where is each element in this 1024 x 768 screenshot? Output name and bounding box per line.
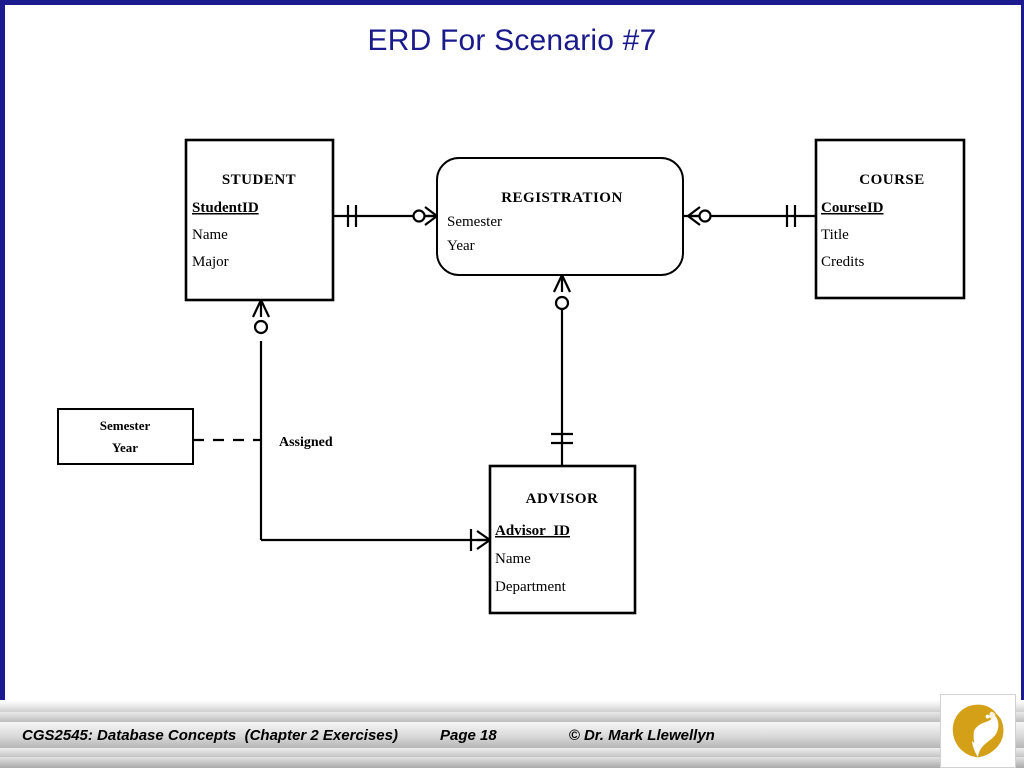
pegasus-icon (952, 704, 1004, 758)
ucf-pegasus-logo (940, 694, 1016, 768)
entity-advisor-attr-1: Name (495, 551, 531, 567)
footer-copyright-label: © Dr. Mark Llewellyn (568, 726, 715, 744)
entity-course-pk: CourseID (821, 200, 884, 216)
page-title: ERD For Scenario #7 (367, 24, 657, 57)
entity-course-title: COURSE (859, 172, 925, 188)
footer-band-4 (0, 748, 1024, 757)
footer-page-label: Page 18 (440, 726, 497, 744)
footer-band-5 (0, 757, 1024, 768)
connector-registration-advisor (551, 274, 573, 466)
entity-student[interactable]: STUDENT StudentID Name Major (184, 138, 335, 302)
footer-band-3 (0, 722, 1024, 748)
footer-text-row: CGS2545: Database Concepts (Chapter 2 Ex… (0, 722, 1024, 748)
entity-advisor-title: ADVISOR (526, 491, 599, 507)
entity-registration[interactable]: REGISTRATION Semester Year (436, 157, 684, 276)
connector-student-registration (333, 205, 438, 227)
entity-registration-attr-1: Semester (447, 214, 502, 230)
entity-advisor[interactable]: ADVISOR Advisor_ID Name Department (488, 464, 637, 615)
erd-canvas: STUDENT StudentID Name Major REGISTRATIO… (57, 138, 966, 615)
entity-student-attr-1: Name (192, 227, 228, 243)
entity-course-attr-2: Credits (821, 254, 864, 270)
footer-band-2 (0, 712, 1024, 722)
entity-registration-attr-2: Year (447, 238, 475, 254)
entity-registration-title: REGISTRATION (501, 190, 623, 206)
entity-student-title: STUDENT (222, 172, 296, 188)
slide-border-top (0, 0, 1024, 5)
slide-border-left (0, 0, 5, 768)
note-box-semester-year[interactable]: Semester Year (57, 408, 194, 465)
note-box-line-2: Year (112, 440, 138, 455)
connector-registration-course (683, 205, 816, 227)
entity-student-pk: StudentID (192, 200, 259, 216)
footer-band-1 (0, 700, 1024, 712)
connector-student-advisor (252, 299, 491, 551)
relationship-label-assigned: Assigned (279, 435, 333, 450)
entity-advisor-pk: Advisor_ID (495, 523, 570, 539)
entity-course-attr-1: Title (821, 227, 849, 243)
footer-course-label: CGS2545: Database Concepts (Chapter 2 Ex… (22, 726, 398, 744)
entity-advisor-attr-2: Department (495, 579, 567, 595)
entity-student-attr-2: Major (192, 254, 229, 270)
slide-footer: CGS2545: Database Concepts (Chapter 2 Ex… (0, 694, 1024, 768)
note-box-line-1: Semester (100, 418, 151, 433)
entity-course[interactable]: COURSE CourseID Title Credits (814, 138, 966, 300)
slide-border-right (1021, 0, 1024, 700)
